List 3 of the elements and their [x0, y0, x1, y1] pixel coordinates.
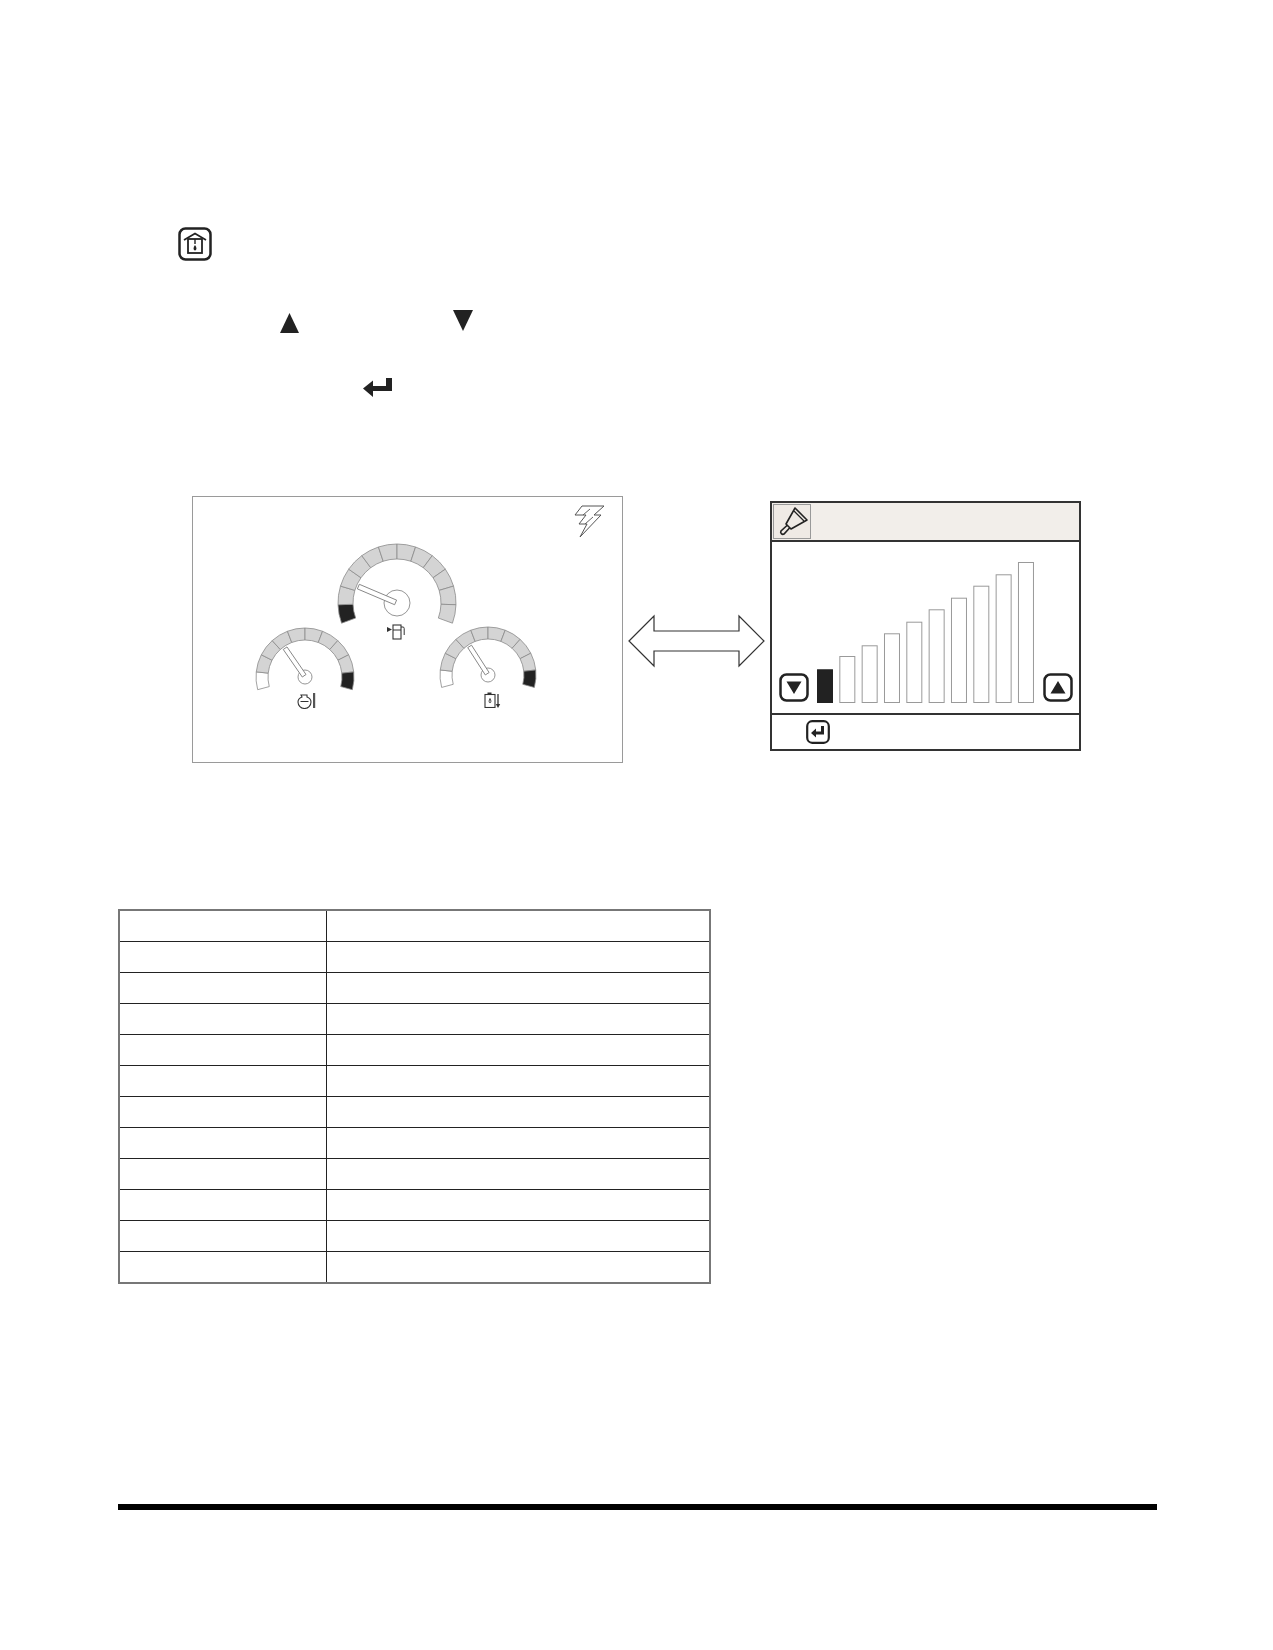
- gauge-display-screen: [192, 496, 623, 763]
- menu-display-screen: [770, 501, 1081, 751]
- double-block-arrow: [628, 614, 765, 668]
